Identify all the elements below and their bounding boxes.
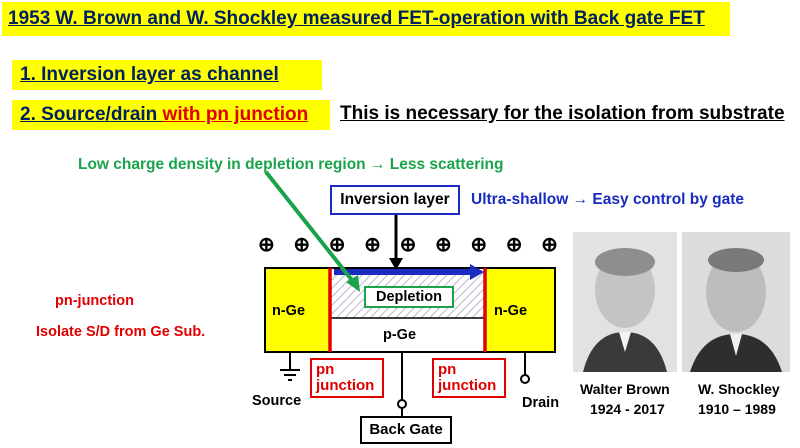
back-gate-label: Back Gate [360,416,452,444]
source-label: Source [252,393,302,409]
walter-brown-photo [573,232,677,372]
drain-label: Drain [522,395,560,411]
person-1-years: 1924 - 2017 [590,401,665,417]
plus-charge: ⊕ [399,234,417,256]
point-2-prefix: 2. Source/drain [20,104,163,125]
depletion-note: Low charge density in depletion region →… [78,156,504,173]
drain-terminal [520,374,530,384]
pn-junction-right-line2: junction [438,377,497,394]
pn-junction-left-box: pn junction [310,358,384,398]
plus-charge: ⊕ [505,234,523,256]
plus-charge: ⊕ [470,234,488,256]
plus-charge: ⊕ [434,234,452,256]
inversion-layer-box: Inversion layer [330,185,460,215]
plus-charge: ⊕ [364,234,381,256]
point-2-highlight: with pn junction [162,104,309,125]
pn-junction-left-line2: junction [316,377,375,394]
portrait-icon [573,232,677,372]
person-2-years: 1910 – 1989 [698,401,776,417]
plus-charge: ⊕ [293,234,311,256]
isolate-label: Isolate S/D from Ge Sub. [36,324,206,340]
plus-charge: ⊕ [258,234,275,256]
substrate-label: p-Ge [383,327,417,343]
isolation-note: This is necessary for the isolation from… [340,103,785,124]
drain-region-label: n-Ge [494,303,528,319]
ultra-shallow-note: Ultra-shallow → Easy control by gate [471,191,745,208]
source-region-label: n-Ge [272,303,306,319]
person-1-name: Walter Brown [580,381,670,397]
green-arrow-icon [346,275,360,292]
pn-junction-right-box: pn junction [432,358,506,398]
slide-title: 1953 W. Brown and W. Shockley measured F… [2,2,730,36]
back-gate-terminal [397,399,407,409]
pn-junction-right-line1: pn [438,361,457,378]
plus-charge: ⊕ [541,234,558,256]
plus-charge: ⊕ [328,234,346,256]
point-1: 1. Inversion layer as channel [12,60,322,90]
portrait-icon [682,232,790,372]
shockley-photo [682,232,790,372]
positive-charges: ⊕ ⊕ ⊕ ⊕ ⊕ ⊕ ⊕ ⊕ ⊕ [258,232,558,257]
person-2-name: W. Shockley [698,381,780,397]
down-arrow-icon [389,258,403,270]
depletion-label: Depletion [364,286,454,308]
point-2: 2. Source/drain with pn junction [12,100,330,130]
pn-junction-label: pn-junction [55,293,134,309]
pn-junction-left-line1: pn [316,361,335,378]
